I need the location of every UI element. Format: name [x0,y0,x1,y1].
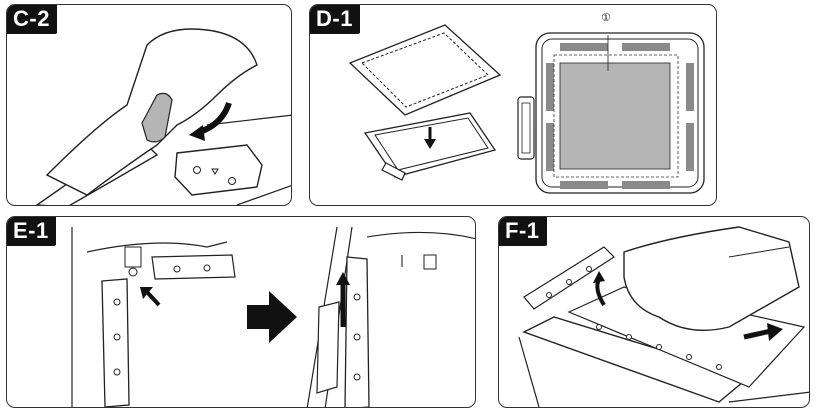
illustration-remove-clamp [35,28,291,205]
panel-label: F-1 [499,217,547,246]
panel-d1: D-1 ① [309,4,717,206]
panel-e1: E-1 [6,216,476,408]
panel-label: C-2 [7,5,57,34]
illustration-attach-clamp [71,226,475,407]
panel-label: E-1 [7,217,56,246]
illustration-fabric-placement [348,24,705,194]
panel-f1: F-1 [498,216,810,408]
illustration-remove-frame [518,226,809,407]
panel-c2: C-2 [6,4,292,206]
panel-label: D-1 [310,5,360,34]
callout-marker: ① [601,11,611,24]
